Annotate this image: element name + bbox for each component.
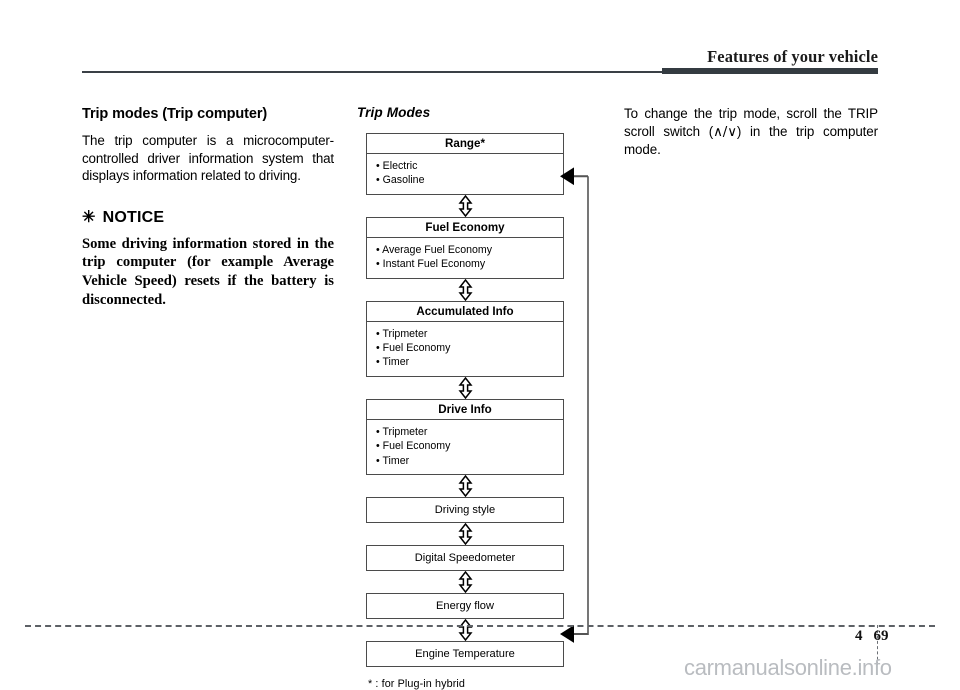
flowchart-box-title: Accumulated Info — [367, 302, 563, 322]
connector-double-arrow — [366, 194, 564, 217]
list-item: Fuel Economy — [376, 439, 563, 453]
double-arrow-vertical-icon — [457, 475, 473, 498]
notice-heading: ✳ NOTICE — [82, 209, 334, 227]
diagram-footnote: * : for Plug-in hybrid — [368, 678, 466, 690]
page-number: 4 69 — [855, 628, 889, 645]
flowchart-box-items: Average Fuel Economy Instant Fuel Econom… — [367, 238, 563, 278]
list-item: Tripmeter — [376, 425, 563, 439]
header-divider-thick — [662, 68, 878, 74]
notice-label: NOTICE — [102, 208, 165, 226]
double-arrow-vertical-icon — [457, 619, 473, 642]
notice-body: Some driving information stored in the t… — [82, 235, 334, 308]
connector-double-arrow — [366, 571, 564, 594]
double-arrow-vertical-icon — [457, 376, 473, 399]
list-item: Average Fuel Economy — [376, 243, 563, 257]
flowchart-box-items: Tripmeter Fuel Economy Timer — [367, 420, 563, 474]
flowchart-box-items: Electric Gasoline — [367, 154, 563, 194]
list-item: Gasoline — [376, 173, 563, 187]
flowchart-box-title: Engine Temperature — [415, 648, 515, 661]
flowchart-box-engine-temperature: Engine Temperature — [366, 641, 564, 668]
flowchart-box-title: Energy flow — [436, 600, 494, 613]
header-divider-thin — [82, 71, 878, 73]
flowchart-box-title: Fuel Economy — [367, 218, 563, 238]
slash-separator: / — [722, 124, 728, 140]
double-arrow-vertical-icon — [457, 571, 473, 594]
page-title: Features of your vehicle — [707, 47, 878, 66]
page-number-separator — [877, 625, 878, 665]
list-item: Fuel Economy — [376, 341, 563, 355]
scroll-up-icon: ∧ — [713, 124, 723, 140]
section-body-change-trip-mode: To change the trip mode, scroll the TRIP… — [624, 105, 878, 159]
flowchart-box-range: Range* Electric Gasoline — [366, 133, 564, 195]
left-column: Trip modes (Trip computer) The trip comp… — [82, 105, 334, 309]
right-body-part2: ) in the trip computer mode. — [624, 123, 878, 158]
scroll-down-icon: ∨ — [727, 124, 737, 140]
flowchart-box-driving-style: Driving style — [366, 497, 564, 524]
list-item: Tripmeter — [376, 327, 563, 341]
flowchart-box-drive-info: Drive Info Tripmeter Fuel Economy Timer — [366, 398, 564, 476]
flowchart-box-fuel-economy: Fuel Economy Average Fuel Economy Instan… — [366, 216, 564, 279]
asterisk-icon: ✳ — [82, 208, 96, 226]
list-item: Timer — [376, 454, 563, 468]
flowchart-box-title: Driving style — [434, 504, 496, 517]
list-item: Timer — [376, 355, 563, 369]
section-heading-trip-modes: Trip modes (Trip computer) — [82, 106, 268, 122]
right-column: To change the trip mode, scroll the TRIP… — [624, 105, 878, 159]
flowchart-box-items: Tripmeter Fuel Economy Timer — [367, 322, 563, 376]
connector-double-arrow — [366, 523, 564, 546]
connector-double-arrow — [366, 278, 564, 301]
list-item: Electric — [376, 159, 563, 173]
chapter-number: 4 — [855, 628, 863, 644]
flowchart-box-title: Range* — [367, 134, 563, 154]
trip-modes-flowchart: Range* Electric Gasoline Fuel Economy Av… — [356, 133, 608, 668]
diagram-column: Trip Modes Range* Electric Gasoline Fuel… — [356, 105, 608, 690]
flowchart-box-energy-flow: Energy flow — [366, 593, 564, 620]
connector-double-arrow — [366, 619, 564, 642]
footer-divider — [25, 625, 935, 627]
watermark: carmanualsonline.info — [684, 655, 892, 680]
page-header: Features of your vehicle — [0, 0, 960, 80]
diagram-title: Trip Modes — [357, 105, 431, 120]
folio-number: 69 — [873, 628, 889, 644]
connector-double-arrow — [366, 475, 564, 498]
right-body-part1: To change the trip mode, scroll the TRIP… — [624, 106, 878, 139]
list-item: Instant Fuel Economy — [376, 257, 563, 271]
flowchart-box-accumulated-info: Accumulated Info Tripmeter Fuel Economy … — [366, 300, 564, 377]
double-arrow-vertical-icon — [457, 194, 473, 217]
double-arrow-vertical-icon — [457, 278, 473, 301]
flowchart-box-title: Digital Speedometer — [414, 552, 516, 565]
flowchart-box-digital-speedometer: Digital Speedometer — [366, 545, 564, 572]
flowchart-box-title: Drive Info — [367, 400, 563, 420]
connector-double-arrow — [366, 376, 564, 399]
double-arrow-vertical-icon — [457, 523, 473, 546]
notice-block: ✳ NOTICE Some driving information stored… — [82, 209, 334, 309]
section-body-trip-modes: The trip computer is a microcomputer-con… — [82, 133, 334, 184]
